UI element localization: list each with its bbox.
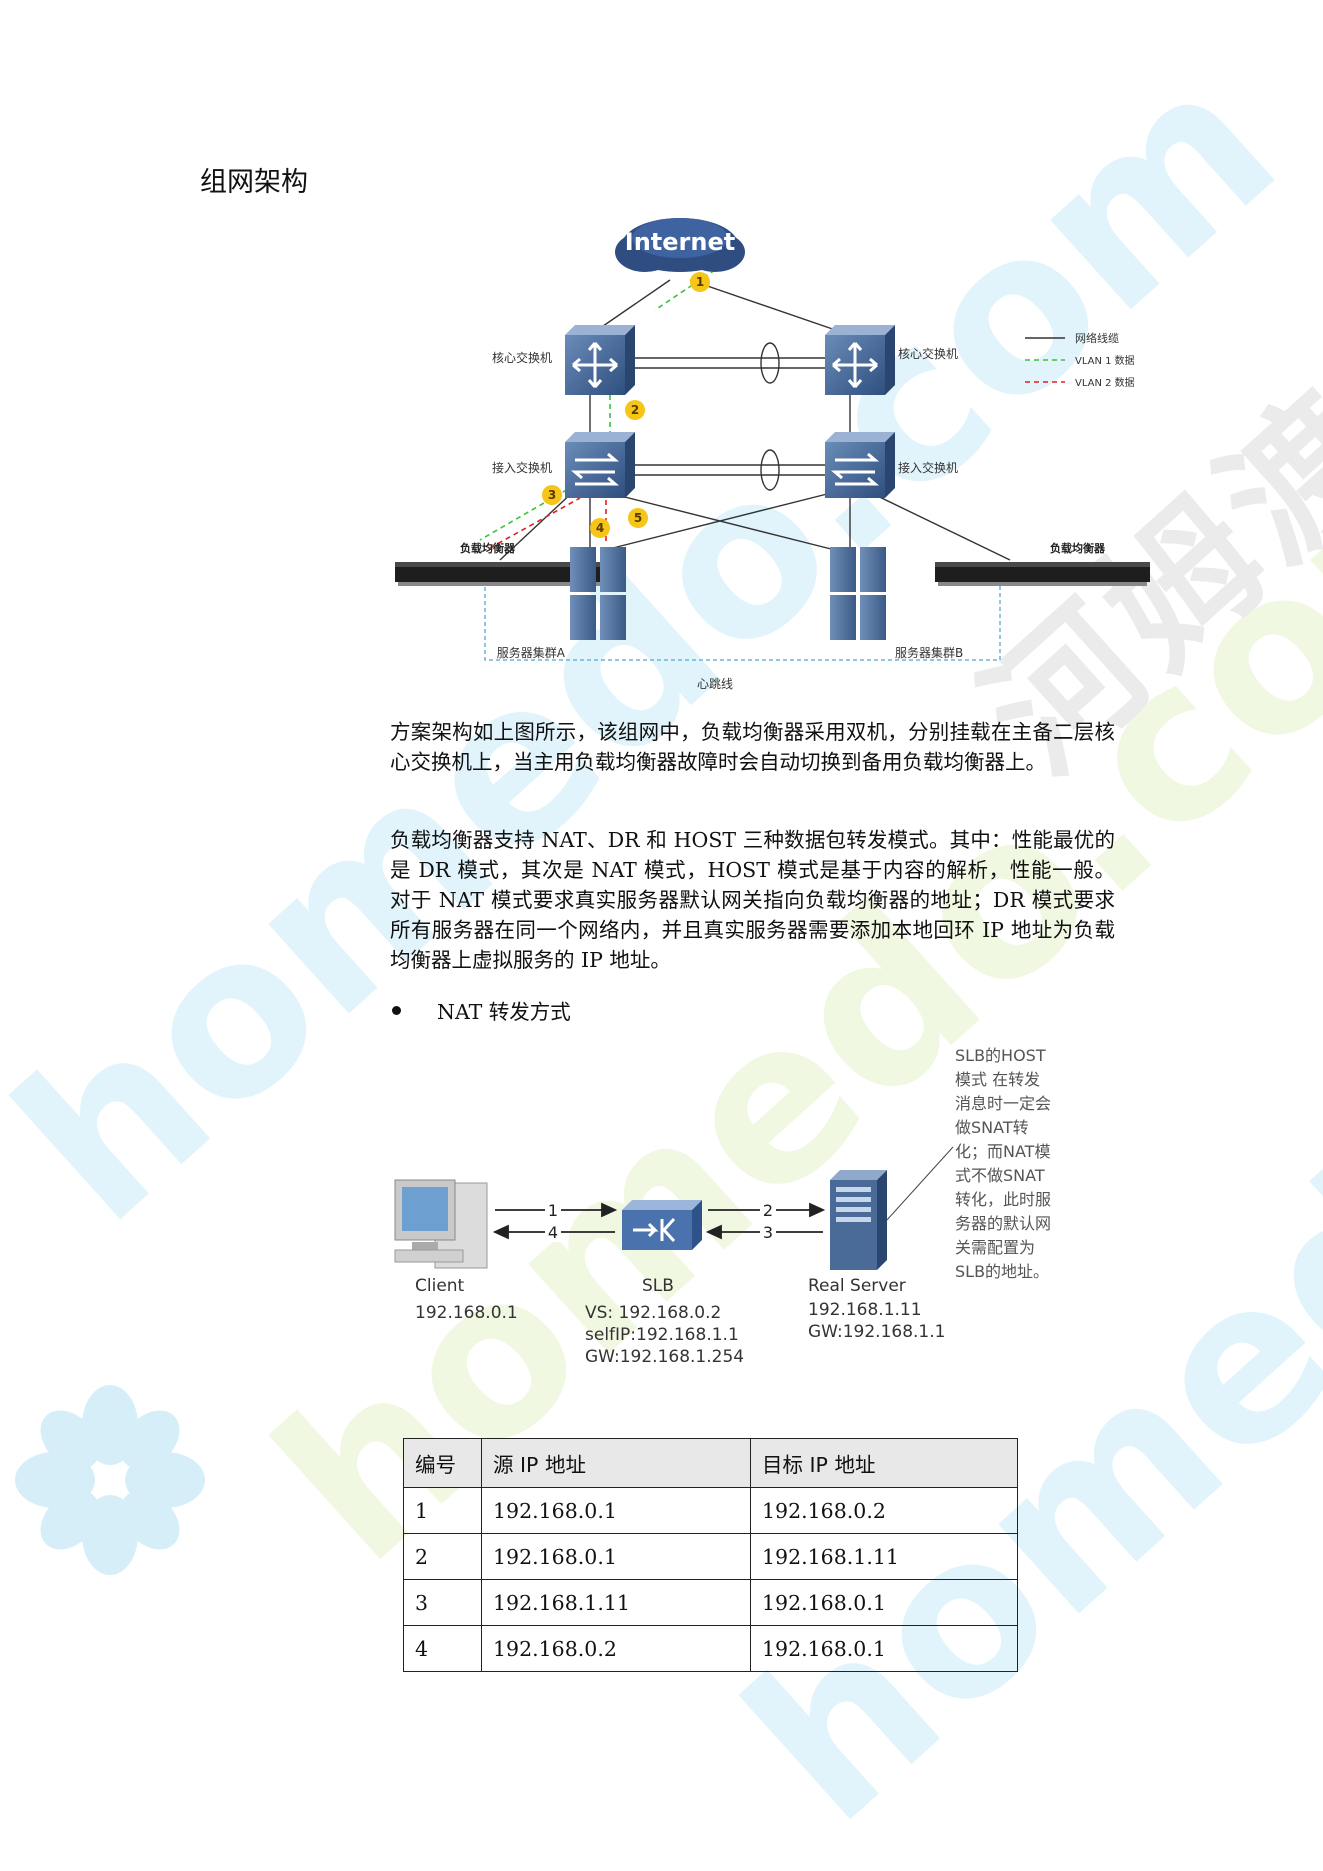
svg-text:化；而NAT模: 化；而NAT模 bbox=[955, 1142, 1050, 1161]
core-switch-right-label: 核心交换机 bbox=[898, 346, 958, 361]
cell-source-ip: 192.168.0.1 bbox=[481, 1533, 751, 1580]
access-switch-right-label: 接入交换机 bbox=[898, 460, 958, 475]
arrow-4-label: 4 bbox=[548, 1223, 558, 1242]
arrow-2-label: 2 bbox=[763, 1201, 773, 1220]
step-1-badge: 1 bbox=[696, 275, 704, 289]
watermark-flower-logo bbox=[15, 1385, 205, 1575]
section-title: 组网架构 bbox=[200, 167, 308, 198]
client-label: Client bbox=[415, 1276, 465, 1296]
legend-cable: 网络线缆 bbox=[1075, 331, 1119, 345]
legend-vlan1: VLAN 1 数据 bbox=[1075, 354, 1135, 367]
cell-source-ip: 192.168.0.2 bbox=[481, 1625, 751, 1672]
header-number: 编号 bbox=[403, 1438, 482, 1488]
table-row: 3 192.168.1.11 192.168.0.1 bbox=[403, 1579, 1018, 1626]
cluster-b-label: 服务器集群B bbox=[895, 645, 963, 660]
heartbeat-label: 心跳线 bbox=[697, 677, 733, 691]
legend: 网络线缆 VLAN 1 数据 VLAN 2 数据 bbox=[1025, 331, 1135, 389]
client-computer-icon bbox=[394, 1179, 488, 1269]
slb-label: SLB bbox=[642, 1276, 674, 1296]
cell-source-ip: 192.168.1.11 bbox=[481, 1579, 751, 1626]
server-ip: 192.168.1.11 bbox=[808, 1300, 922, 1320]
nat-diagram: 1 4 2 3 Client 192.168.0.1 SLB VS: 192.1… bbox=[394, 1046, 1051, 1367]
slb-device-icon bbox=[622, 1200, 702, 1250]
cell-source-ip: 192.168.0.1 bbox=[481, 1487, 751, 1534]
internet-cloud-icon bbox=[615, 218, 745, 272]
arrow-1-label: 1 bbox=[548, 1201, 558, 1220]
svg-text:务器的默认网: 务器的默认网 bbox=[955, 1214, 1051, 1233]
cell-destination-ip: 192.168.0.1 bbox=[750, 1625, 1018, 1672]
step-4-badge: 4 bbox=[596, 521, 604, 535]
table-row: 4 192.168.0.2 192.168.0.1 bbox=[403, 1625, 1018, 1672]
server-cluster-a-icon bbox=[570, 547, 626, 640]
access-switch-left-label: 接入交换机 bbox=[492, 460, 552, 475]
server-label: Real Server bbox=[808, 1276, 906, 1296]
lb-left-label: 负载均衡器 bbox=[460, 541, 516, 555]
load-balancer-right-icon bbox=[935, 562, 1150, 586]
svg-text:关需配置为: 关需配置为 bbox=[955, 1238, 1035, 1257]
table-header-row: 编号 源 IP 地址 目标 IP 地址 bbox=[403, 1438, 1018, 1488]
svg-text:式不做SNAT: 式不做SNAT bbox=[955, 1166, 1045, 1185]
svg-text:转化，此时服: 转化，此时服 bbox=[955, 1190, 1051, 1209]
bullet-dot-icon bbox=[392, 1005, 401, 1015]
bullet-nat: NAT 转发方式 bbox=[390, 995, 571, 1025]
topology-diagram: Internet 核心交换机 核心交换机 接入交换机 接入交换机 bbox=[395, 218, 1150, 691]
table-row: 2 192.168.0.1 192.168.1.11 bbox=[403, 1533, 1018, 1580]
cell-number: 2 bbox=[403, 1533, 482, 1580]
access-switch-left-icon bbox=[565, 432, 635, 498]
client-ip: 192.168.0.1 bbox=[415, 1303, 518, 1323]
svg-text:做SNAT转: 做SNAT转 bbox=[955, 1118, 1029, 1137]
lb-right-label: 负载均衡器 bbox=[1050, 541, 1106, 555]
slb-vs: VS: 192.168.0.2 bbox=[585, 1303, 721, 1323]
slb-note: SLB的HOST 模式 在转发 消息时一定会 做SNAT转 化；而NAT模 式不… bbox=[955, 1046, 1051, 1281]
slb-gw: GW:192.168.1.254 bbox=[585, 1347, 744, 1367]
cell-number: 1 bbox=[403, 1487, 482, 1534]
svg-text:SLB的地址。: SLB的地址。 bbox=[955, 1262, 1049, 1281]
cell-number: 3 bbox=[403, 1579, 482, 1626]
load-balancer-left-icon bbox=[395, 562, 610, 586]
header-destination-ip: 目标 IP 地址 bbox=[750, 1438, 1018, 1488]
slb-selfip: selfIP:192.168.1.1 bbox=[585, 1325, 739, 1345]
core-switch-left-label: 核心交换机 bbox=[492, 350, 552, 365]
svg-text:消息时一定会: 消息时一定会 bbox=[955, 1094, 1051, 1113]
legend-vlan2: VLAN 2 数据 bbox=[1075, 376, 1135, 389]
core-switch-right-icon bbox=[825, 325, 895, 395]
svg-text:SLB的HOST: SLB的HOST bbox=[955, 1046, 1046, 1065]
bullet-nat-text: NAT 转发方式 bbox=[437, 1000, 571, 1024]
header-source-ip: 源 IP 地址 bbox=[481, 1438, 751, 1488]
arrow-3-label: 3 bbox=[763, 1223, 773, 1242]
core-switch-left-icon bbox=[565, 325, 635, 395]
server-gw: GW:192.168.1.1 bbox=[808, 1322, 945, 1342]
paragraph-forwarding-modes: 负载均衡器支持 NAT、DR 和 HOST 三种数据包转发模式。其中：性能最优的… bbox=[390, 828, 1115, 972]
ip-address-table: 编号 源 IP 地址 目标 IP 地址 1 192.168.0.1 192.16… bbox=[403, 1438, 1018, 1672]
cell-number: 4 bbox=[403, 1625, 482, 1672]
cell-destination-ip: 192.168.0.1 bbox=[750, 1579, 1018, 1626]
cell-destination-ip: 192.168.1.11 bbox=[750, 1533, 1018, 1580]
step-5-badge: 5 bbox=[634, 511, 642, 525]
svg-text:模式 在转发: 模式 在转发 bbox=[955, 1070, 1040, 1089]
cluster-a-label: 服务器集群A bbox=[497, 645, 566, 660]
paragraph-architecture: 方案架构如上图所示，该组网中，负载均衡器采用双机，分别挂载在主备二层核心交换机上… bbox=[390, 720, 1115, 774]
internet-label: Internet bbox=[625, 228, 735, 256]
step-2-badge: 2 bbox=[631, 403, 639, 417]
server-cluster-b-icon bbox=[830, 547, 886, 640]
access-switch-right-icon bbox=[825, 432, 895, 498]
real-server-icon bbox=[830, 1170, 887, 1270]
cell-destination-ip: 192.168.0.2 bbox=[750, 1487, 1018, 1534]
step-3-badge: 3 bbox=[548, 488, 556, 502]
table-row: 1 192.168.0.1 192.168.0.2 bbox=[403, 1487, 1018, 1534]
